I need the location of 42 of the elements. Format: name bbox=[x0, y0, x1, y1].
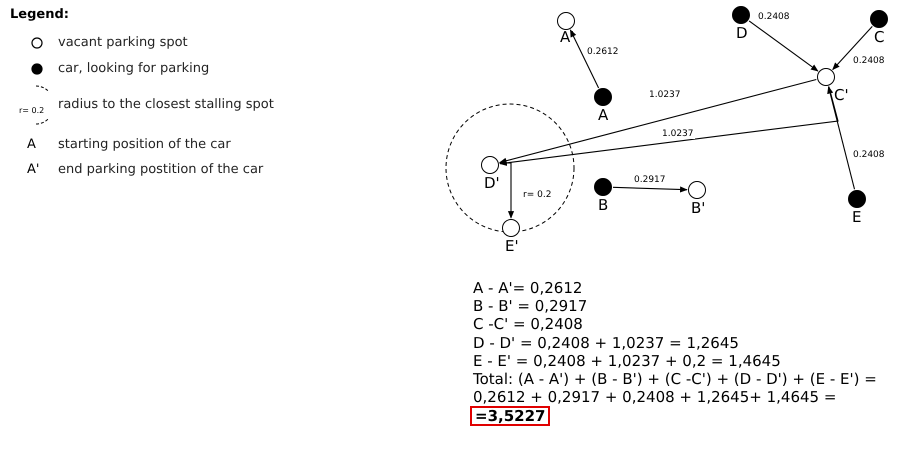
sample-letter: A bbox=[27, 138, 36, 152]
edge-label: 0.2408 bbox=[757, 12, 790, 22]
result-value: =3,5227 bbox=[470, 406, 550, 426]
point-label: B bbox=[598, 198, 608, 212]
legend-text: end parking postition of the car bbox=[58, 163, 264, 177]
sample-letter: A' bbox=[27, 163, 40, 177]
arrow bbox=[570, 29, 600, 88]
radius-sample-label: r= 0.2 bbox=[19, 105, 44, 117]
edge-label: 1.0237 bbox=[661, 129, 694, 139]
edge-label: 0.2917 bbox=[633, 175, 666, 185]
arrow bbox=[827, 86, 856, 190]
point-label: A bbox=[598, 108, 608, 122]
equation-line: 0,2612 + 0,2917 + 0,2408 + 1,2645+ 1,4645 = bbox=[473, 390, 836, 404]
equation-line: D - D' = 0,2408 + 1,0237 = 1,2645 bbox=[473, 336, 739, 350]
point-label: D bbox=[736, 26, 748, 40]
edge-label: 1.0237 bbox=[648, 90, 682, 100]
arrow bbox=[498, 78, 816, 164]
point-label: E' bbox=[505, 239, 519, 253]
arrow bbox=[612, 186, 688, 193]
point-label: D' bbox=[484, 176, 500, 190]
legend-text: vacant parking spot bbox=[58, 36, 188, 50]
point-label: C bbox=[874, 30, 884, 44]
point-label: E bbox=[852, 210, 862, 224]
arrow bbox=[499, 86, 839, 166]
equation-line: E - E' = 0,2408 + 1,0237 + 0,2 = 1,4645 bbox=[473, 354, 781, 368]
equation-line: B - B' = 0,2917 bbox=[473, 299, 588, 314]
equation-line: C -C' = 0,2408 bbox=[473, 317, 583, 332]
arrow bbox=[500, 162, 514, 219]
legend-text: starting position of the car bbox=[58, 138, 231, 152]
legend-text: radius to the closest stalling spot bbox=[58, 98, 274, 112]
equation-line: A - A'= 0,2612 bbox=[473, 281, 582, 295]
arrow bbox=[748, 20, 819, 72]
edge-label: 0.2408 bbox=[852, 56, 886, 66]
arrow bbox=[832, 26, 873, 70]
legend-text: car, looking for parking bbox=[58, 62, 210, 76]
edge-label: r= 0.2 bbox=[522, 190, 552, 200]
point-label: C' bbox=[834, 88, 849, 102]
legend-title: Legend: bbox=[10, 8, 69, 22]
equation-line: Total: (A - A') + (B - B') + (C -C') + (D - D') + (E - E') = bbox=[473, 372, 877, 386]
edge-label: 0.2612 bbox=[586, 47, 620, 57]
point-label: B' bbox=[691, 201, 706, 215]
edge-label: 0.2408 bbox=[852, 150, 886, 160]
